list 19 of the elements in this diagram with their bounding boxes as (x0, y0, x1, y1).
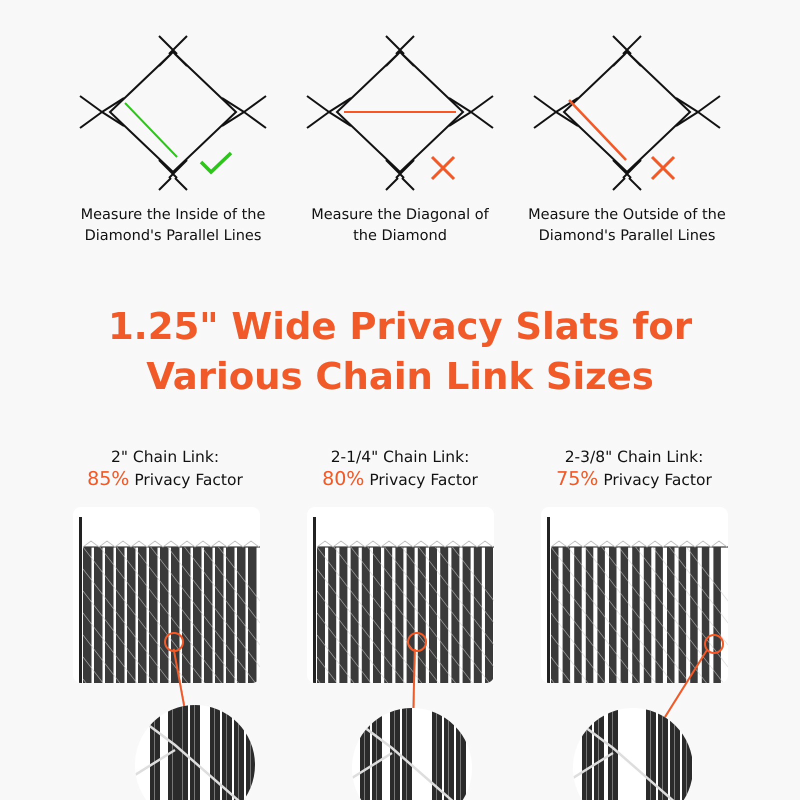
caption: Measure the Diagonal of the Diamond (310, 206, 490, 246)
leader-line (172, 648, 186, 706)
highlight-circle (407, 632, 427, 652)
leader-line (664, 649, 708, 718)
caption: Measure the Outside of the Diamond's Parallel Lines (527, 206, 727, 246)
highlight-circle (704, 634, 724, 654)
privacy-percentage: 80% (322, 468, 364, 490)
privacy-factor-label: Privacy Factor (603, 471, 712, 489)
chain-link-heading: 2-1/4" Chain Link: (330, 447, 470, 467)
caption: Measure the Inside of the Diamond's Parallel Lines (80, 206, 266, 246)
highlight-circle (164, 632, 184, 652)
privacy-factor-label: Privacy Factor (369, 471, 478, 489)
privacy-percentage: 75% (556, 468, 598, 490)
privacy-factor-label: Privacy Factor (134, 471, 243, 489)
title: 1.25" Wide Privacy Slats for Various Chain Link Sizes (106, 304, 694, 400)
chain-link-heading: 2" Chain Link: (110, 447, 220, 467)
chain-link-heading: 2-3/8" Chain Link: (564, 447, 704, 467)
leader-line (412, 648, 416, 708)
privacy-percentage: 85% (87, 468, 130, 490)
